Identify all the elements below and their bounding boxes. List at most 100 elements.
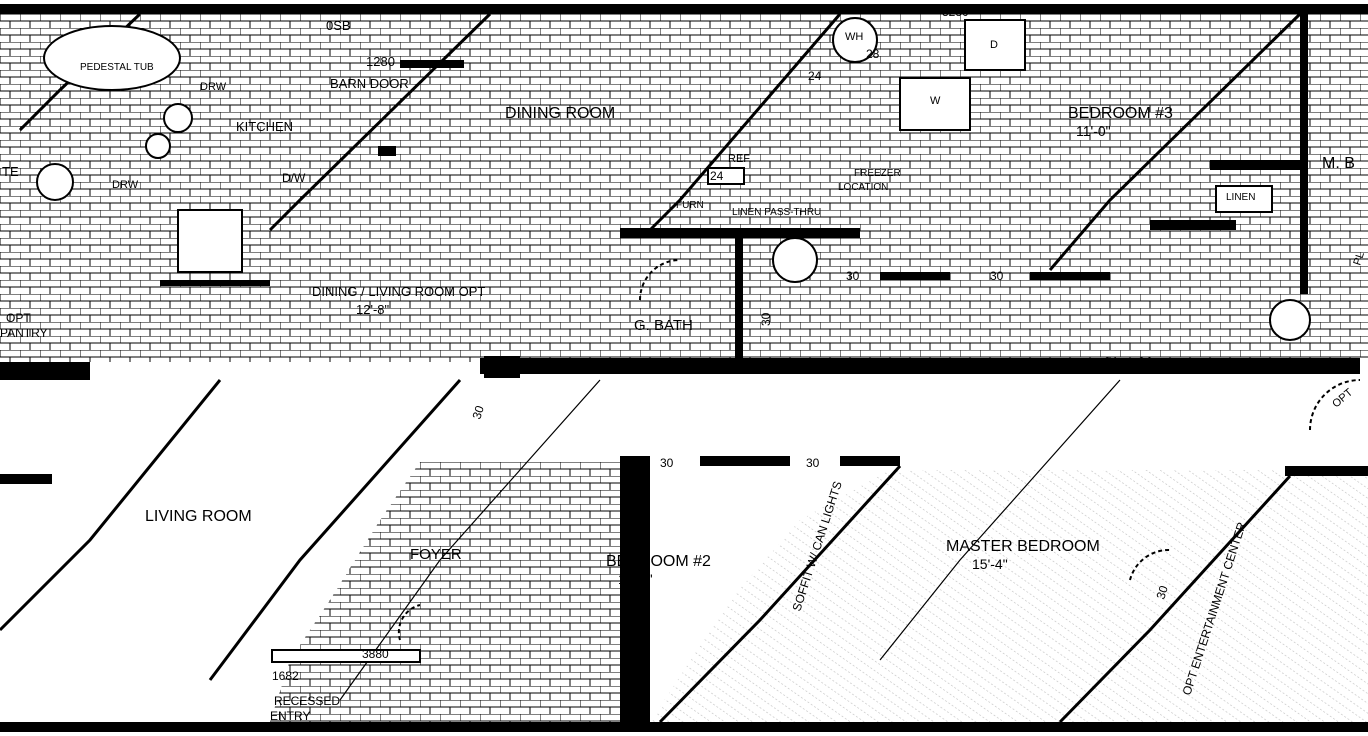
diag-wall-foyer (208, 379, 462, 681)
ent-wall (1285, 466, 1368, 476)
bedroom2-label: BEDROOM #2 (606, 553, 711, 570)
drw-mid-label: DRW (112, 179, 139, 191)
dw-wall (378, 146, 396, 156)
linen-label: LINEN (1226, 192, 1255, 203)
wh-label: WH (845, 31, 863, 43)
pedestal-tub-label: PEDESTAL TUB (80, 62, 154, 73)
toilet-mbath[interactable] (1269, 299, 1311, 341)
door-swing-bath (639, 259, 681, 301)
bedroom2-top-wall (700, 456, 790, 466)
dining-living-label: DINING / LIVING ROOM OPT (312, 284, 485, 299)
pl-partial-label: PL (1351, 250, 1367, 267)
ref-space[interactable] (707, 167, 745, 185)
foyer-label: FOYER (410, 546, 462, 563)
master-bedroom-dim: 15'-4" (972, 556, 1008, 572)
freezer-location-label-1: FREEZER (854, 168, 901, 179)
bath-top-wall (620, 228, 860, 238)
wh-tank[interactable] (832, 17, 878, 63)
freezer-location-label-2: LOCATION (838, 182, 888, 193)
bedroom3-label: BEDROOM #3 (1068, 105, 1173, 122)
bath-left-wall (484, 356, 520, 378)
living-room-label: LIVING ROOM (145, 508, 252, 525)
foyer-wall (620, 456, 650, 726)
opt-top-label: OPT (1330, 386, 1355, 410)
ref-label: REF (728, 153, 750, 165)
closet-wall (1210, 160, 1305, 170)
dim-24-a: 24 (808, 69, 822, 83)
diag-wall-kitchen (268, 12, 492, 232)
dim-30-a: 30 (846, 269, 860, 283)
diag-wall-living (0, 379, 222, 632)
sink-bottom[interactable] (145, 133, 171, 159)
ste-partial-label: TE (2, 164, 19, 179)
pedestal-tub[interactable] (43, 25, 181, 91)
d-marker: D (990, 39, 998, 51)
tiled-floor-upper (0, 10, 1368, 362)
dim-24-b: 24 (710, 169, 724, 183)
bedroom3-dim: 11'-0" (1076, 123, 1111, 139)
dining-room-label: DINING ROOM (505, 105, 615, 122)
washer[interactable] (899, 77, 971, 131)
bedroom3-wall-1 (880, 272, 950, 280)
foyer-tile-floor (270, 462, 640, 722)
opt-pantry-label-2: PANTRY (0, 326, 48, 340)
dim-30-d: 30 (806, 456, 820, 470)
bottom-exterior-wall (0, 722, 1368, 732)
size-1280-label: 1280 (366, 54, 395, 69)
dryer[interactable] (964, 19, 1026, 71)
master-hatch-floor (650, 470, 1368, 722)
dim-30-f: 30 (1154, 584, 1172, 601)
dim-28: 28 (866, 47, 880, 61)
mbath-right-wall (1300, 14, 1308, 294)
kitchen-island[interactable] (177, 209, 243, 273)
mbath-partial-label: M. B (1322, 155, 1355, 172)
diag-wall-bed2 (658, 464, 902, 724)
barn-door-label: BARN DOOR (330, 76, 409, 91)
dim-24-d: 24 (1138, 355, 1152, 369)
bath-right-wall (735, 236, 743, 358)
opt-pantry-label-1: OPT (6, 311, 31, 325)
recessed-entry-label-1: RECESSED (274, 694, 340, 708)
mid-wall-center (480, 358, 1360, 374)
dining-living-dim: 12'-8" (356, 302, 390, 317)
sink-top[interactable] (163, 103, 193, 133)
bedroom2-dim: 11'-0" (618, 571, 653, 587)
recessed-entry-label-2: ENTRY (270, 709, 310, 723)
dim-30-g: 30 (470, 404, 488, 421)
size-3880-label: 3880 (362, 647, 389, 661)
size-3280-label: 3280 (942, 5, 969, 19)
master-bedroom-label: MASTER BEDROOM (946, 538, 1100, 555)
master-top-wall (840, 456, 900, 466)
furn-label: FURN (676, 200, 704, 211)
size-0sb-label: 0SB (326, 18, 351, 33)
mbath-wall (1150, 220, 1236, 230)
diag-line-2 (879, 379, 1121, 661)
dim-30-b: 30 (990, 269, 1004, 283)
drw-top-label: DRW (200, 81, 227, 93)
barn-door-wall (400, 60, 464, 68)
diag-wall-master (1058, 474, 1292, 724)
door-swing-opt (1309, 379, 1361, 431)
diag-wall-bedroom3 (1048, 12, 1302, 271)
door-swing-foyer (397, 604, 421, 641)
dw-label: D/W (282, 171, 306, 185)
dim-30-c: 30 (660, 456, 674, 470)
diag-wall-dining (648, 13, 842, 232)
linen-cabinet[interactable] (1215, 185, 1273, 213)
dim-24-c: 24 (1104, 355, 1118, 369)
toilet-bath[interactable] (772, 237, 818, 283)
dim-30-e: 30 (759, 312, 773, 326)
cooktop[interactable] (36, 163, 74, 201)
w-marker: W (930, 95, 941, 107)
left-stub-wall (0, 474, 52, 484)
kitchen-wall (160, 280, 270, 286)
top-exterior-wall (0, 4, 1368, 14)
linen-pass-thru-label: LINEN PASS-THRU (732, 207, 821, 218)
size-1682-label: 1682 (272, 669, 299, 683)
recessed-entry-step[interactable] (271, 649, 421, 663)
guest-bath-label: G. BATH (634, 317, 693, 334)
bedroom3-wall-2 (1030, 272, 1110, 280)
mid-wall-left (0, 362, 90, 380)
kitchen-label: KITCHEN (236, 119, 293, 134)
